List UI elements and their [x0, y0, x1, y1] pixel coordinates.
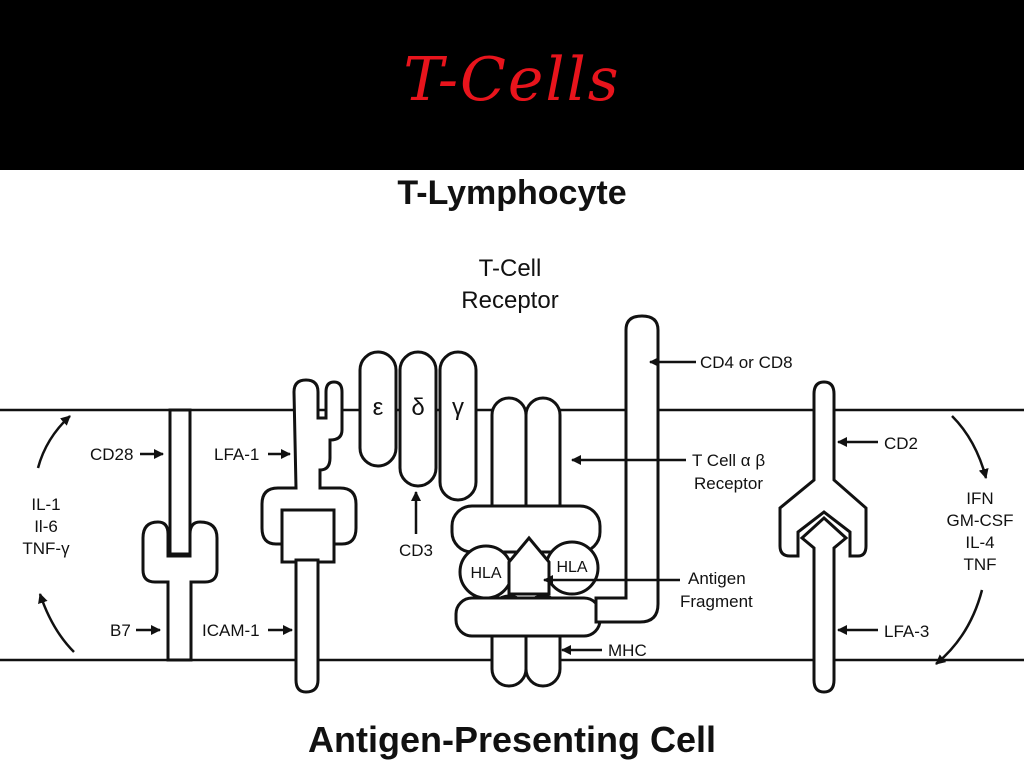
b7-label: B7: [110, 621, 131, 640]
right-cytokine-arrow-down: [951, 415, 989, 479]
tcr-mhc-complex: [450, 396, 602, 688]
cytokine-left-2: Il-6: [34, 517, 58, 536]
left-cytokine-arrow-down: [38, 593, 75, 653]
tcr-ab-label-line2: Receptor: [694, 474, 763, 493]
lfa1-icam1-pair: [260, 378, 358, 694]
cytokine-left-1: IL-1: [31, 495, 60, 514]
b7-molecule: [141, 520, 219, 662]
cd2-lfa3-pair: [778, 380, 868, 694]
cd2-label: CD2: [884, 434, 918, 453]
lfa1-molecule: [260, 378, 358, 546]
cd4-cd8-label: CD4 or CD8: [700, 353, 793, 372]
lfa3-label: LFA-3: [884, 622, 929, 641]
t-lymphocyte-label: T-Lymphocyte: [397, 174, 626, 212]
right-cytokine-arrow-lower: [935, 589, 984, 665]
antigen-fragment-shape: [507, 535, 551, 596]
cd3-delta-symbol: δ: [411, 394, 424, 421]
cd3-gamma: [438, 350, 478, 502]
tcr-ab-label-line1: T Cell α β: [692, 451, 765, 470]
cytokine-left-3: TNF-γ: [22, 539, 70, 558]
lfa3-molecule: [799, 515, 849, 694]
antigen-label-line2: Fragment: [680, 592, 753, 611]
cd3-label: CD3: [399, 541, 433, 560]
antigen-label-line1: Antigen: [688, 569, 746, 588]
icam1-label: ICAM-1: [202, 621, 260, 640]
cd3-epsilon-symbol: ε: [373, 394, 384, 421]
antigen-presenting-cell-label: Antigen-Presenting Cell: [308, 719, 716, 760]
icam1-stem: [294, 558, 320, 694]
cd3-delta: [398, 350, 438, 488]
cytokine-right-1: IFN: [966, 489, 993, 508]
cd4-cd8-molecule: [594, 314, 660, 624]
cytokine-right-3: IL-4: [965, 533, 994, 552]
cd28-b7-pair: [141, 408, 219, 662]
tcr-label-line1: T-Cell: [479, 255, 542, 282]
slide-title: T-Cells: [403, 45, 621, 115]
cytokine-right-2: GM-CSF: [946, 511, 1013, 530]
cd3-epsilon: [358, 350, 398, 468]
cd28-label: CD28: [90, 445, 133, 464]
mhc-label: MHC: [608, 641, 647, 660]
lfa1-label: LFA-1: [214, 445, 259, 464]
cd28-molecule: [168, 408, 192, 556]
icam1-molecule: [280, 508, 336, 564]
cd3-gamma-symbol: γ: [452, 394, 464, 421]
mhc-base: [454, 596, 602, 638]
cd2-molecule: [778, 380, 868, 558]
cd3-complex: [358, 350, 478, 502]
hla-right-label: HLA: [556, 559, 587, 576]
cytokine-right-4: TNF: [963, 555, 996, 574]
tcr-label-line2: Receptor: [461, 287, 558, 314]
hla-left-label: HLA: [470, 565, 501, 582]
title-bar: [0, 0, 1024, 170]
left-cytokine-arrow-up: [36, 415, 71, 469]
